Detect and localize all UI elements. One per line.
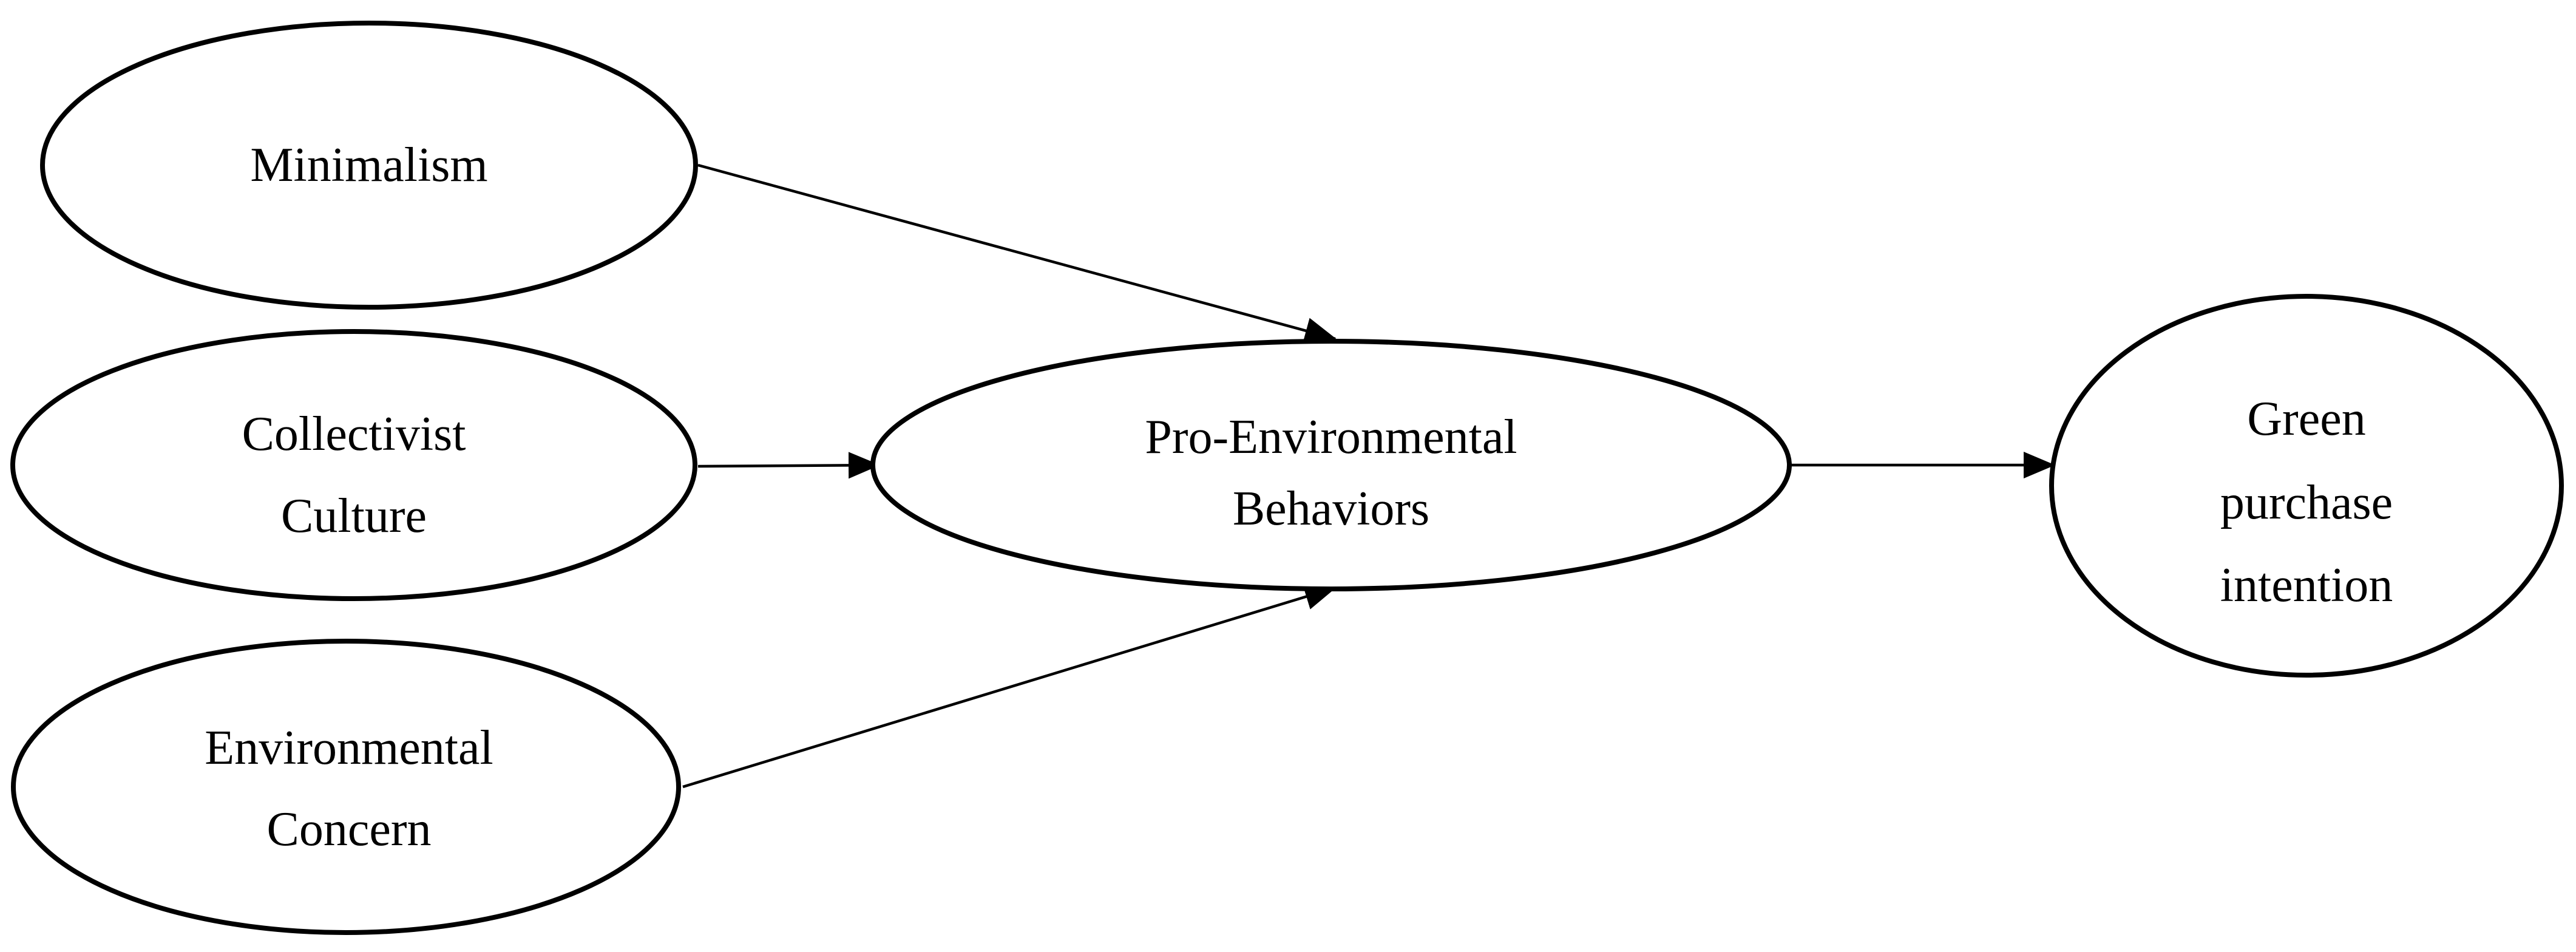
- node-collectivist-culture-ellipse: [10, 329, 697, 601]
- node-minimalism-ellipse: [40, 21, 698, 310]
- node-minimalism-label: Minimalism: [250, 138, 487, 192]
- node-pro-environmental-behaviors-ellipse: [870, 339, 1792, 591]
- node-collectivist-culture-label-line1: Collectivist: [242, 407, 466, 461]
- node-environmental-concern-label-line2: Concern: [266, 803, 431, 856]
- node-pro-environmental-behaviors: Pro-Environmental Behaviors: [870, 339, 1792, 591]
- node-environmental-concern-label-line1: Environmental: [205, 721, 493, 775]
- edges: [682, 163, 2055, 789]
- node-green-purchase-intention-label-line1: Green: [2247, 392, 2365, 446]
- node-environmental-concern-ellipse: [11, 639, 681, 935]
- node-green-purchase-intention-ellipse: [2049, 294, 2564, 678]
- edge-minimalism-to-pro-env: [697, 163, 1337, 344]
- edge-collectivist-to-pro-env: [697, 452, 880, 479]
- node-green-purchase-intention-label-line3: intention: [2220, 559, 2393, 612]
- node-environmental-concern: Environmental Concern: [11, 639, 681, 935]
- node-collectivist-culture-label-line2: Culture: [281, 489, 427, 543]
- node-pro-environmental-behaviors-label-line1: Pro-Environmental: [1145, 410, 1517, 464]
- node-green-purchase-intention-label-line2: purchase: [2220, 476, 2393, 529]
- node-minimalism: Minimalism: [40, 21, 698, 310]
- edge-environmental-to-pro-env: [682, 583, 1337, 789]
- node-green-purchase-intention: Green purchase intention: [2049, 294, 2564, 678]
- node-pro-environmental-behaviors-label-line2: Behaviors: [1233, 482, 1429, 536]
- node-collectivist-culture: Collectivist Culture: [10, 329, 697, 601]
